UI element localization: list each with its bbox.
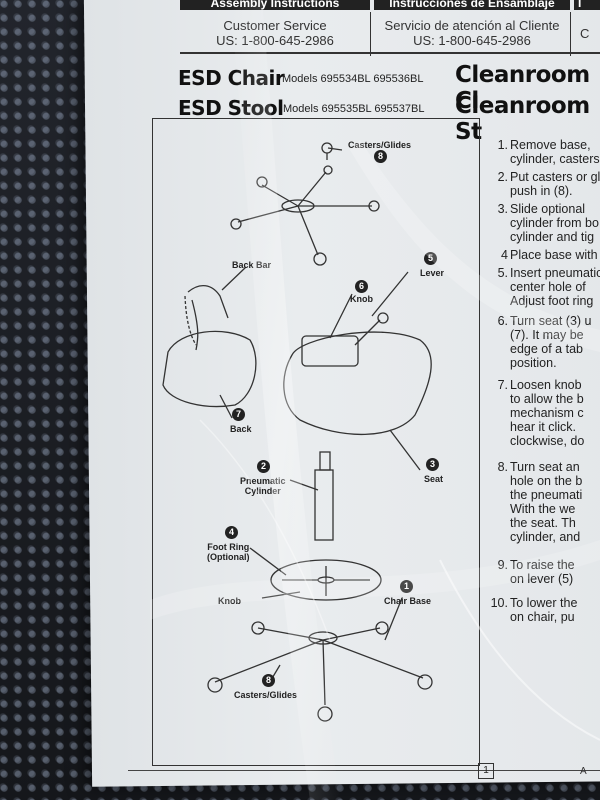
step-text: To lower the on chair, pu (510, 596, 578, 624)
header-rule (180, 52, 600, 54)
step-number: 4 (501, 248, 508, 262)
footer-rule (128, 770, 600, 771)
callout-chair-base-num: 1 (400, 580, 413, 593)
step-number: 10. (490, 596, 508, 610)
step-text: Insert pneumatic center hole of Adjust f… (510, 266, 600, 308)
callout-foot-ring: Foot Ring (Optional) (207, 542, 250, 562)
step-text: To raise the on lever (5) (510, 558, 575, 586)
step-number: 5. (497, 266, 508, 280)
step-text: Place base with (510, 248, 598, 262)
callout-cylinder-num: 2 (257, 460, 270, 473)
callout-knob-top: Knob (350, 294, 373, 304)
step-number: 7. (497, 378, 508, 392)
step-number: 9. (497, 558, 508, 572)
footer-tail-mark: A (580, 766, 587, 777)
step-number: 2. (497, 170, 508, 184)
callout-casters-bottom-num: 8 (262, 674, 275, 687)
callout-casters-bottom: Casters/Glides (234, 690, 298, 700)
callout-back-num: 7 (232, 408, 245, 421)
servicio-label: Servicio de atención al Cliente (384, 18, 560, 33)
back-panel (162, 330, 257, 408)
page-number-box: 1 (478, 763, 494, 779)
step-text: Put casters or gl push in (8). (510, 170, 600, 198)
caster-star-top (230, 142, 380, 266)
back-bar (184, 285, 229, 351)
chair-base (207, 621, 433, 722)
seat-mechanism (301, 335, 359, 367)
header-col3-fragment: C (580, 26, 590, 41)
callout-knob-bottom: Knob (218, 596, 241, 606)
servicio-phone: US: 1-800-645-2986 (413, 33, 531, 48)
cleanroom-stool-title: Cleanroom St (455, 93, 590, 145)
step-text: Remove base, cylinder, casters (510, 138, 600, 166)
step-text: Turn seat an hole on the b the pneumati … (510, 460, 583, 544)
step-text: Slide optional cylinder from bo cylinder… (510, 202, 599, 244)
cylinder-body (314, 469, 334, 541)
step-number: 6. (497, 314, 508, 328)
callout-lever: Lever (420, 268, 445, 278)
callout-chair-base: Chair Base (384, 596, 432, 606)
header-col3-title: I (574, 0, 600, 10)
callout-cylinder: Pneumatic Cylinder (240, 476, 286, 496)
step-number: 1. (497, 138, 508, 152)
step-text: Loosen knob to allow the b mechanism c h… (510, 378, 585, 448)
cleanroom-chair-title: Cleanroom Cl (455, 62, 590, 114)
step-number: 3. (497, 202, 508, 216)
callout-seat-num: 3 (426, 458, 439, 471)
header-col2-title: Instrucciones de Ensamblaje (374, 0, 570, 10)
callout-back: Back (230, 424, 252, 434)
callout-casters-top: Casters/Glides (348, 140, 412, 150)
callout-casters-top-num: 8 (374, 150, 387, 163)
callout-seat: Seat (424, 474, 444, 484)
header-col3-service: C (574, 12, 600, 56)
callout-foot-ring-num: 4 (225, 526, 238, 539)
step-text: Turn seat (3) u (7). It may be edge of a… (510, 314, 592, 370)
callout-back-bar: Back Bar (232, 260, 272, 270)
step-number: 8. (497, 460, 508, 474)
callout-knob-top-num: 6 (355, 280, 368, 293)
lever-rod (354, 319, 381, 346)
callout-lever-num: 5 (424, 252, 437, 265)
cylinder-top (319, 451, 331, 471)
header-col2-service: Servicio de atención al Cliente US: 1-80… (374, 12, 571, 56)
